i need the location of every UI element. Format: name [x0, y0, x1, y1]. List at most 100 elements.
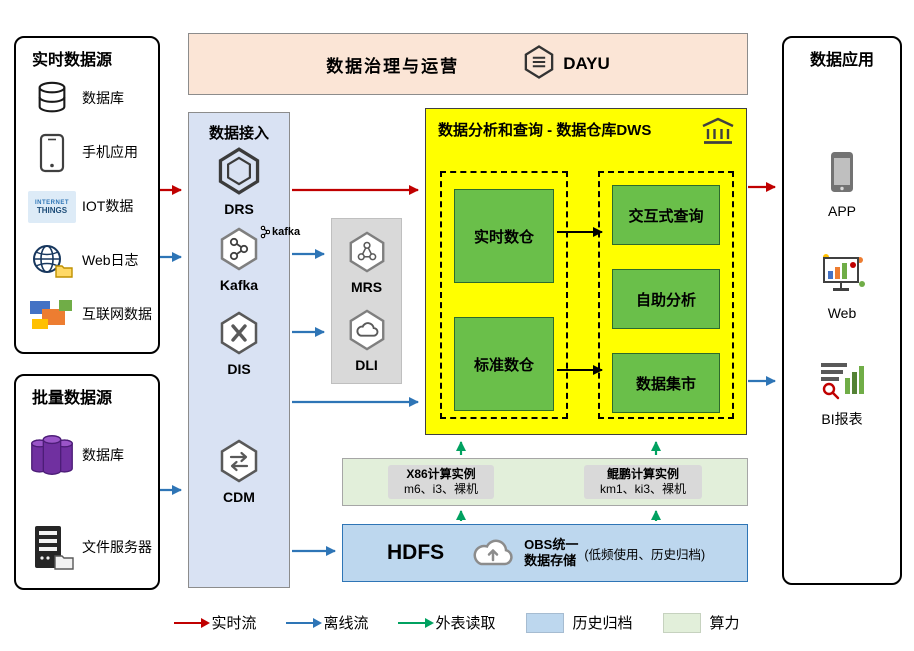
blue-arrow-icon — [286, 617, 323, 628]
source-item-web-log: Web日志 — [16, 234, 158, 288]
kunpeng-instance-chip: 鲲鹏计算实例 km1、ki3、裸机 — [583, 465, 702, 499]
archive-swatch-icon — [525, 612, 564, 633]
node-standard-warehouse: 标准数仓 — [454, 317, 554, 411]
app-item-bi: BI报表 — [784, 358, 900, 429]
compute-swatch-icon — [662, 612, 701, 633]
governance-title: 数据治理与运营 — [326, 56, 460, 76]
kafka-icon: kafka — [218, 225, 300, 276]
database-icon — [26, 79, 78, 119]
cdm-icon — [218, 439, 260, 488]
dws-warehouse-box: 数据分析和查询 - 数据仓库DWS 实时数仓 标准数仓 交互式查询 自助分析 数… — [425, 108, 747, 435]
chip-spec: km1、ki3、裸机 — [599, 482, 686, 496]
source-item-label: 数据库 — [82, 447, 124, 464]
service-kafka: kafka Kafka — [189, 225, 300, 293]
obs-storage-note: (低频使用、历史归档) — [584, 547, 706, 562]
service-label: DIS — [227, 361, 251, 377]
service-dli: DLI — [332, 309, 401, 373]
dli-icon — [347, 309, 387, 356]
node-interactive-query: 交互式查询 — [612, 185, 720, 245]
warehouse-building-icon — [700, 116, 736, 151]
service-drs: DRS — [189, 147, 289, 217]
service-cdm: CDM — [189, 439, 289, 505]
chip-title: 鲲鹏计算实例 — [606, 467, 679, 481]
app-item-label: APP — [827, 203, 856, 219]
green-arrow-icon — [398, 617, 435, 628]
legend-label: 外表读取 — [435, 615, 496, 632]
source-item-database: 数据库 — [16, 72, 158, 126]
phone-icon — [26, 133, 78, 173]
app-item-app: APP — [784, 150, 900, 219]
analytics-group: 交互式查询 自助分析 数据集市 — [598, 171, 734, 419]
file-server-icon — [26, 524, 78, 572]
governance-banner: 数据治理与运营 DAYU — [188, 33, 748, 95]
source-item-internet-data: 互联网数据 — [16, 288, 158, 342]
legend: 实时流 离线流 外表读取 历史归档 算力 — [0, 612, 914, 633]
web-log-icon — [26, 243, 78, 279]
chip-title: X86计算实例 — [406, 467, 476, 481]
batch-sources-panel: 批量数据源 数据库 — [14, 374, 160, 590]
service-label: CDM — [223, 489, 255, 505]
source-item-database-batch: 数据库 — [16, 410, 158, 502]
database-stack-icon — [26, 429, 78, 483]
realtime-sources-panel: 实时数据源 数据库 手机应用 — [14, 36, 160, 354]
dis-icon — [218, 311, 260, 360]
obs-cloud-icon — [470, 536, 516, 570]
service-dis: DIS — [189, 311, 289, 377]
chip-spec: m6、i3、裸机 — [403, 482, 478, 496]
node-data-mart: 数据集市 — [612, 353, 720, 413]
service-label: DLI — [355, 357, 378, 373]
kafka-wordmark: kafka — [260, 225, 300, 239]
legend-item-realtime: 实时流 — [174, 612, 256, 633]
drs-icon — [216, 147, 262, 200]
dws-title: 数据分析和查询 - 数据仓库DWS — [438, 122, 652, 139]
iot-icon: INTERNET THINGS — [26, 191, 78, 223]
service-label: DRS — [224, 201, 254, 217]
data-ingestion-title: 数据接入 — [208, 125, 269, 142]
batch-sources-title: 批量数据源 — [32, 390, 113, 407]
hdfs-label: HDFS — [387, 541, 445, 564]
source-item-label: 互联网数据 — [82, 306, 152, 323]
red-arrow-icon — [174, 617, 211, 628]
app-item-label: Web — [827, 305, 857, 321]
source-item-label: 数据库 — [82, 90, 124, 107]
legend-item-external-read: 外表读取 — [398, 612, 496, 633]
legend-item-offline: 离线流 — [286, 612, 368, 633]
legend-label: 离线流 — [323, 615, 369, 632]
x86-instance-chip: X86计算实例 m6、i3、裸机 — [387, 465, 494, 499]
dayu-logo-text: DAYU — [563, 54, 610, 73]
node-self-service-analysis: 自助分析 — [612, 269, 720, 329]
data-ingestion-panel: 数据接入 DRS — [188, 112, 300, 588]
iot-word: INTERNET — [35, 199, 69, 206]
source-item-label: 手机应用 — [82, 144, 138, 161]
service-label: MRS — [350, 279, 383, 295]
app-item-web: Web — [784, 252, 900, 321]
warehouse-group: 实时数仓 标准数仓 — [440, 171, 568, 419]
processing-box: MRS DLI — [331, 218, 402, 384]
internet-data-icon — [26, 298, 78, 332]
dayu-hexagon-icon — [523, 44, 555, 84]
source-item-label: Web日志 — [82, 252, 139, 269]
legend-label: 历史归档 — [572, 615, 633, 632]
service-label: Kafka — [219, 277, 259, 293]
applications-title: 数据应用 — [809, 52, 874, 69]
iot-word: THINGS — [36, 205, 68, 215]
web-dashboard-icon — [818, 252, 866, 301]
obs-storage-label: OBS统一 数据存储 — [524, 537, 579, 568]
mrs-icon — [347, 231, 387, 278]
hdfs-storage-strip: HDFS OBS统一 数据存储 (低频使用、历史归档) — [342, 524, 748, 582]
legend-label: 算力 — [709, 615, 740, 632]
source-item-label: IOT数据 — [82, 198, 134, 215]
source-item-mobile-app: 手机应用 — [16, 126, 158, 180]
bi-report-icon — [817, 358, 867, 405]
app-phone-icon — [828, 150, 856, 199]
legend-item-compute: 算力 — [662, 612, 740, 633]
applications-panel: 数据应用 APP — [782, 36, 902, 585]
source-item-label: 文件服务器 — [82, 539, 152, 556]
service-mrs: MRS — [332, 231, 401, 295]
source-item-file-server: 文件服务器 — [16, 502, 158, 594]
source-item-iot: INTERNET THINGS IOT数据 — [16, 180, 158, 234]
legend-label: 实时流 — [211, 615, 257, 632]
compute-strip: X86计算实例 m6、i3、裸机 鲲鹏计算实例 km1、ki3、裸机 — [342, 458, 748, 506]
app-item-label: BI报表 — [821, 411, 863, 427]
